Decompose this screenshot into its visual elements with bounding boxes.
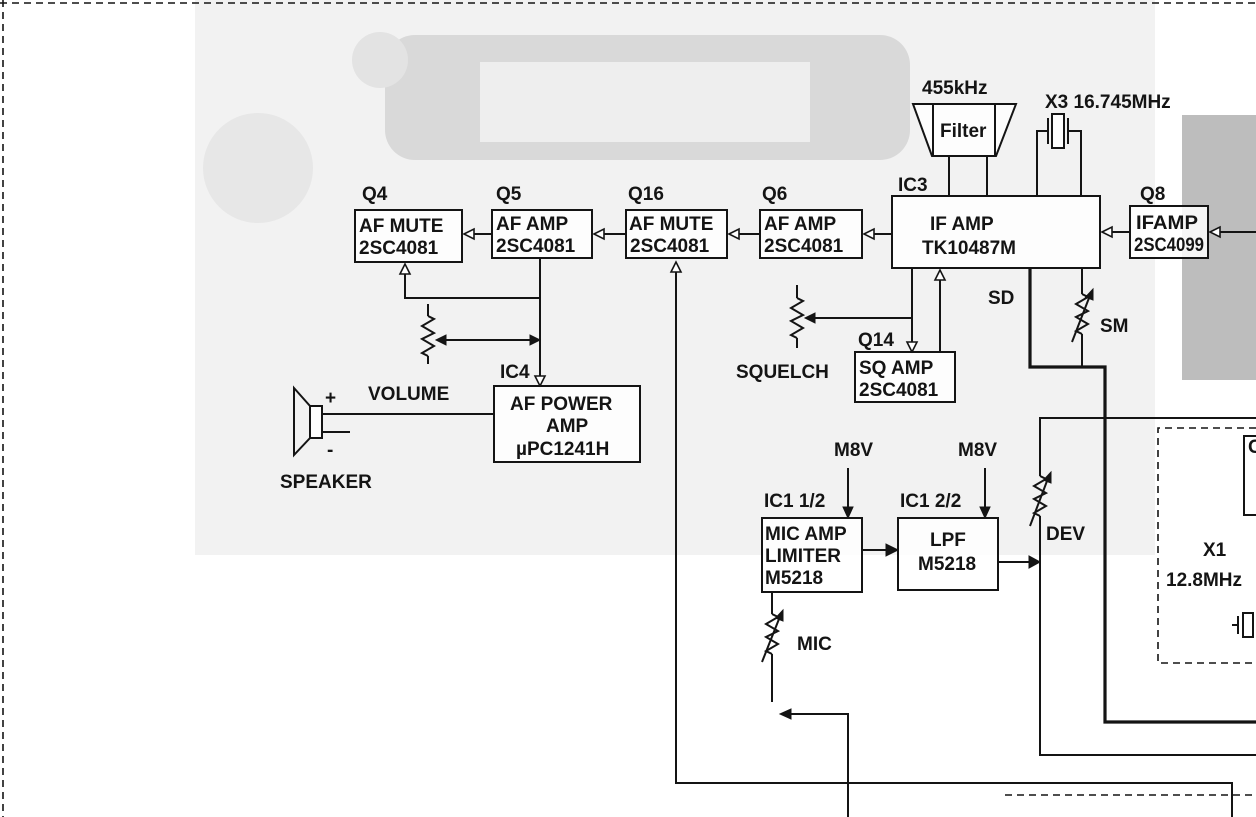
q16-ref: Q16 bbox=[628, 184, 664, 205]
ic4-name-line1: AF POWER bbox=[510, 394, 613, 415]
squelch-label: SQUELCH bbox=[736, 362, 829, 383]
radio-knob bbox=[352, 32, 408, 88]
speaker-minus: - bbox=[327, 440, 333, 461]
q8-name: IFAMP bbox=[1136, 213, 1198, 234]
q4-name: AF MUTE bbox=[359, 216, 443, 237]
ic4-part: µPC1241H bbox=[516, 439, 609, 460]
q8-part: 2SC4099 bbox=[1134, 235, 1204, 256]
sm-label: SM bbox=[1100, 316, 1129, 337]
q14-ref: Q14 bbox=[858, 330, 894, 351]
ic1-a-ref: IC1 1/2 bbox=[764, 491, 825, 512]
sd-label: SD bbox=[988, 288, 1014, 309]
ic1-a-supply: M8V bbox=[834, 440, 873, 461]
q6-ref: Q6 bbox=[762, 184, 787, 205]
ic3-ref: IC3 bbox=[898, 175, 928, 196]
ic4-ref: IC4 bbox=[500, 362, 530, 383]
ic1-b-ref: IC1 2/2 bbox=[900, 491, 961, 512]
q6-part: 2SC4081 bbox=[764, 236, 844, 257]
q4-ref: Q4 bbox=[362, 184, 388, 205]
q14-name: SQ AMP bbox=[859, 358, 934, 379]
ic1-b-name: LPF bbox=[930, 530, 966, 551]
q5-name: AF AMP bbox=[496, 214, 568, 235]
ic1-a-name-line2: LIMITER bbox=[765, 546, 841, 567]
x1-body bbox=[1243, 613, 1253, 637]
x3-body bbox=[1052, 114, 1064, 148]
radio-display bbox=[480, 62, 810, 142]
mic-label: MIC bbox=[797, 634, 832, 655]
filter-label: Filter bbox=[940, 121, 987, 142]
ic1-a-part: M5218 bbox=[765, 568, 823, 589]
q5-part: 2SC4081 bbox=[496, 236, 576, 257]
q16-part: 2SC4081 bbox=[630, 236, 710, 257]
radio-dial bbox=[203, 113, 313, 223]
q16-name: AF MUTE bbox=[629, 214, 713, 235]
filter-frequency: 455kHz bbox=[922, 78, 988, 99]
speaker-plus: + bbox=[325, 388, 336, 409]
q6-name: AF AMP bbox=[764, 214, 836, 235]
ic4-name-line2: AMP bbox=[546, 416, 589, 437]
mic-adjust-line bbox=[762, 619, 779, 662]
mic-input-arrow bbox=[780, 709, 791, 719]
lpf-to-dev-arrow bbox=[1029, 556, 1040, 568]
ic1-b-supply: M8V bbox=[958, 440, 997, 461]
mic-input-line bbox=[791, 714, 848, 817]
q8-ref: Q8 bbox=[1140, 184, 1165, 205]
mic-potentiometer: MIC bbox=[762, 592, 832, 702]
x1-ref: X1 bbox=[1203, 540, 1227, 561]
speaker-magnet-icon bbox=[310, 406, 322, 438]
volume-label: VOLUME bbox=[368, 384, 449, 405]
ic1-b-part: M5218 bbox=[918, 554, 976, 575]
x1-frequency: 12.8MHz bbox=[1166, 570, 1242, 591]
dev-label: DEV bbox=[1046, 524, 1085, 545]
speaker-label: SPEAKER bbox=[280, 472, 372, 493]
x3-label: X3 16.745MHz bbox=[1045, 92, 1171, 113]
q5-ref: Q5 bbox=[496, 184, 522, 205]
partial-block-label: C bbox=[1248, 437, 1256, 458]
ic1-a-name-line1: MIC AMP bbox=[765, 524, 847, 545]
ic3-part: TK10487M bbox=[922, 238, 1016, 259]
ic3-name: IF AMP bbox=[930, 214, 994, 235]
reference-oscillator-section: C X1 12.8MHz bbox=[1158, 428, 1256, 663]
q14-part: 2SC4081 bbox=[859, 380, 939, 401]
q4-part: 2SC4081 bbox=[359, 238, 439, 259]
